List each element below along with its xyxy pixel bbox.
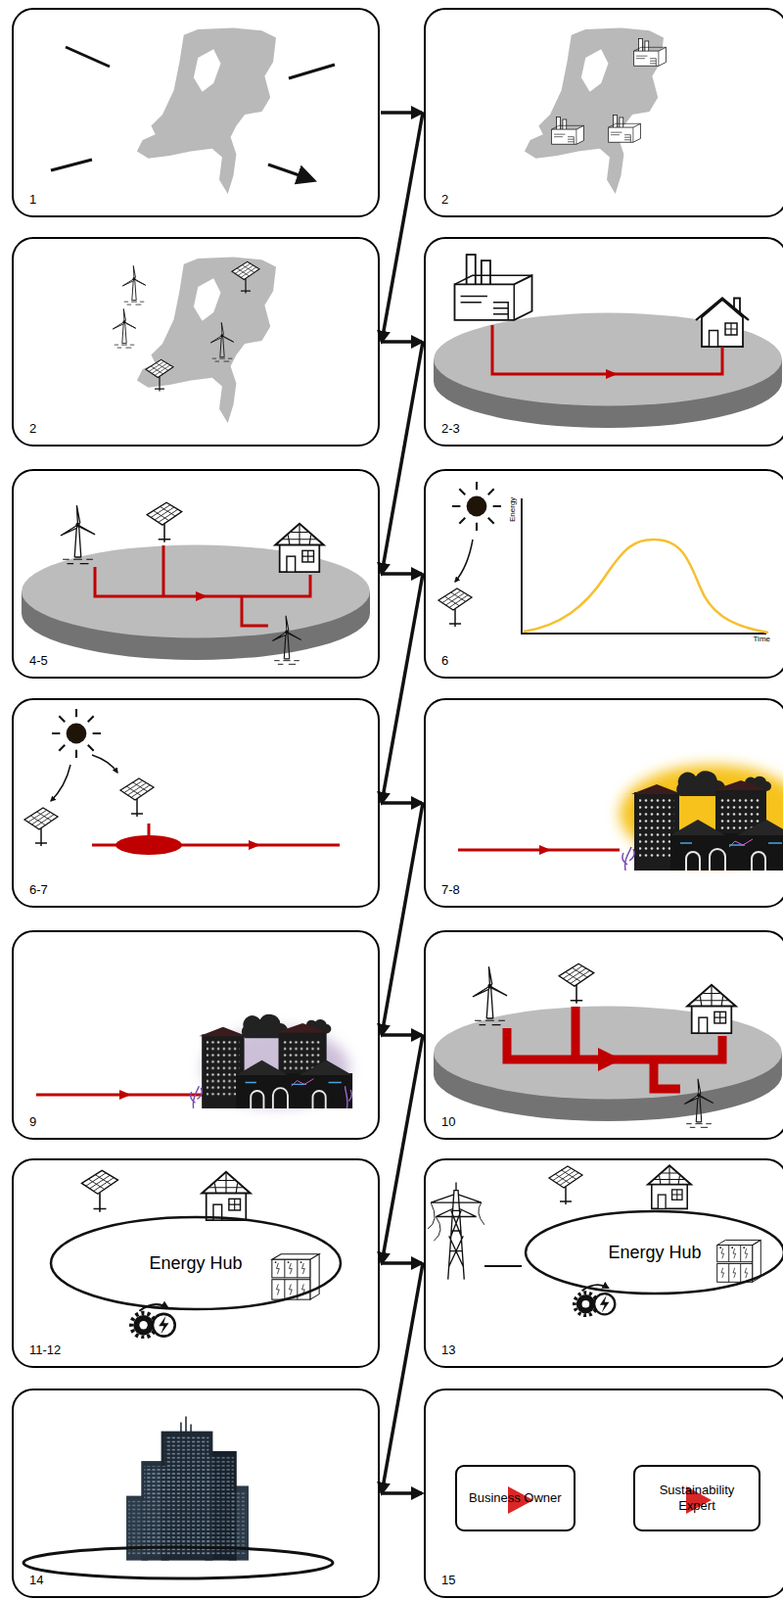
panel-number: 11-12 <box>29 1341 61 1357</box>
panel-7-8-art <box>458 764 783 871</box>
panel-14-art <box>23 1415 333 1578</box>
panel-2-3-art <box>433 254 783 428</box>
story-arrow <box>381 341 423 574</box>
panel-number: 10 <box>441 1113 456 1129</box>
story-panel: 15 Business Owner Sustainability Expert <box>423 1387 783 1598</box>
story-arrow <box>380 110 422 115</box>
role-label: Sustainability Expert <box>635 1481 759 1515</box>
hub-label: Energy Hub <box>148 1252 242 1274</box>
story-arrow <box>380 339 422 344</box>
panel-number: 15 <box>441 1571 456 1587</box>
story-arrow <box>381 1034 423 1263</box>
energy-hub-ellipse: Energy Hub <box>523 1208 783 1295</box>
story-arrow <box>381 802 423 1035</box>
axis-label: Energy <box>507 497 517 522</box>
story-panel: 10 <box>423 929 783 1140</box>
story-panel: 4-5 <box>11 468 380 679</box>
story-panel: 13 Energy Hub <box>423 1157 783 1368</box>
panel-2-art <box>524 27 667 194</box>
story-arrow <box>380 1490 422 1495</box>
story-panel: 7-8 <box>423 697 783 908</box>
panel-6-art <box>438 481 769 634</box>
panel-number: 2-3 <box>441 420 461 436</box>
story-arrow <box>380 571 422 576</box>
story-arrow <box>380 1260 422 1265</box>
hub-ellipse <box>50 1216 341 1309</box>
story-arrow <box>381 112 423 342</box>
energy-hub-ellipse: Energy Hub <box>48 1214 343 1311</box>
panel-4-5-art <box>21 502 370 664</box>
panel-number: 13 <box>441 1341 456 1357</box>
panel-1-art <box>50 27 335 194</box>
panel-number: 7-8 <box>441 881 461 897</box>
story-panel: 6-7 <box>11 697 380 908</box>
panel-number: 6-7 <box>29 881 48 897</box>
story-panel: 14 <box>11 1387 380 1598</box>
panel-number: 2 <box>441 191 449 207</box>
story-panel: 2 <box>11 236 380 447</box>
panel-number: 1 <box>29 191 37 207</box>
role-label: Business Owner <box>462 1489 568 1506</box>
panel-6-7-art <box>24 708 340 855</box>
panel-number: 4-5 <box>29 652 48 668</box>
panel-number: 9 <box>29 1113 37 1129</box>
story-arrow <box>380 1032 422 1037</box>
panel-10-art <box>433 963 783 1127</box>
panel-number: 14 <box>29 1571 44 1587</box>
hub-label: Energy Hub <box>607 1242 701 1263</box>
axis-label: Time <box>753 634 771 644</box>
story-arrow <box>380 800 422 805</box>
panel-number: 6 <box>441 652 449 668</box>
story-panel: 9 <box>11 929 380 1140</box>
story-panel: 6 EnergyTime <box>423 468 783 679</box>
role-button: Sustainability Expert <box>633 1464 761 1531</box>
panel-number: 2 <box>29 420 37 436</box>
story-arrow <box>381 573 423 803</box>
panel-3-art <box>112 256 277 423</box>
story-panel: 2-3 <box>423 236 783 447</box>
panel-13-art <box>427 1164 761 1315</box>
panel-9-art <box>36 1013 353 1108</box>
story-arrow <box>381 1262 423 1493</box>
story-panel: 1 <box>11 7 380 218</box>
story-panel: 2 <box>423 7 783 218</box>
hub-ellipse <box>525 1210 783 1293</box>
role-button: Business Owner <box>455 1464 576 1531</box>
panel-11-12-art <box>82 1169 321 1336</box>
story-panel: 11-12 Energy Hub <box>11 1157 380 1368</box>
